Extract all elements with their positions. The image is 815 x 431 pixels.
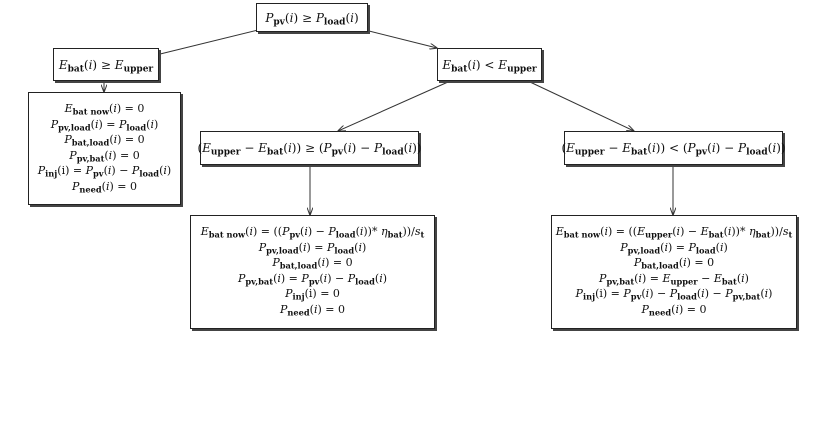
middle-condition-node: (Eupper − Ebat(i)) ≥ (Ppv(i) − Pload(i)) — [197, 131, 422, 165]
middle-action-node: Ebat now(i) = ((Ppv(i) − Pload(i))* ηbat… — [190, 215, 435, 329]
action-line: Ppv,load(i) = Pload(i) — [50, 117, 159, 133]
far-condition-node: (Eupper − Ebat(i)) < (Ppv(i) − Pload(i)) — [561, 131, 786, 165]
action-line: Ppv,bat(i) = 0 — [69, 148, 140, 164]
action-line: Pbat,load(i) = 0 — [633, 256, 715, 271]
edge-root-to-left-cond — [152, 29, 259, 56]
right-condition-node: Ebat(i) < Eupper — [437, 48, 542, 81]
action-line: Pbat,load(i) = 0 — [64, 133, 145, 148]
far-action-node: Ebat now(i) = ((Eupper(i) − Ebat(i))* ηb… — [551, 215, 797, 329]
action-line: Pneed(i) = 0 — [72, 179, 137, 195]
action-line: Ppv,load(i) = Pload(i) — [258, 240, 367, 256]
action-line: Pinj(i) = 0 — [285, 287, 340, 302]
action-line: Ppv,load(i) = Pload(i) — [620, 240, 728, 256]
left-action-node: Ebat now(i) = 0 Ppv,load(i) = Pload(i) P… — [28, 92, 181, 205]
edge-right-cond-to-far-cond — [529, 81, 634, 131]
action-line: Pinj(i) = Ppv(i) − Pload(i) — [37, 164, 172, 179]
action-line: Ebat now(i) = ((Eupper(i) − Ebat(i))* ηb… — [555, 225, 793, 240]
action-line: Ppv,bat(i) = Eupper − Ebat(i) — [599, 271, 749, 287]
action-line: Pinj(i) = Ppv(i) − Pload(i) − Ppv,bat(i) — [575, 287, 773, 302]
action-line: Ebat now(i) = 0 — [64, 102, 145, 117]
action-line: Pbat,load(i) = 0 — [272, 256, 353, 271]
action-line: Ebat now(i) = ((Ppv(i) − Pload(i))* ηbat… — [200, 225, 425, 240]
edge-root-to-right-cond — [364, 29, 437, 48]
action-line: Pneed(i) = 0 — [641, 302, 707, 318]
root-condition-node: Ppv(i) ≥ Pload(i) — [256, 3, 368, 32]
edge-right-cond-to-mid-cond — [338, 81, 449, 131]
action-line: Pneed(i) = 0 — [280, 302, 345, 318]
left-condition-node: Ebat(i) ≥ Eupper — [53, 48, 159, 81]
action-line: Ppv,bat(i) = Ppv(i) − Pload(i) — [237, 271, 388, 287]
